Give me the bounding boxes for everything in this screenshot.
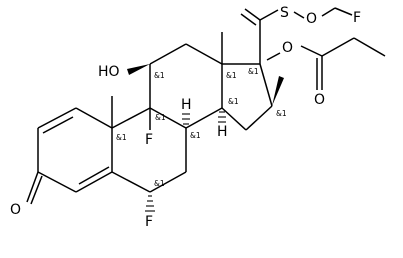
stereo-tag-c16: &1 (276, 109, 287, 118)
stereo-tag-c17: &1 (248, 67, 259, 76)
atom-labels: HO O S O F O F H H O F (10, 5, 361, 230)
wedge-c16-methyl (272, 76, 284, 106)
stereo-tag-c11: &1 (154, 71, 165, 80)
bond-c-ch2 (321, 37, 355, 57)
bond-c5-c6 (111, 171, 151, 193)
bond-c1-c2 (37, 107, 77, 129)
stereo-tag-c10: &1 (116, 133, 127, 142)
bond-c3-c4 (37, 171, 77, 193)
stereo-tag-c9: &1 (155, 113, 166, 122)
bond-c9-c10 (111, 107, 151, 129)
bond-c20-o-a (244, 8, 261, 21)
bond-ch2-f (334, 7, 353, 16)
bond-c11-c12 (149, 43, 187, 65)
hash-c8-h (182, 113, 190, 125)
bond-c1-c2-inner (42, 116, 74, 134)
bond-lines (26, 7, 386, 205)
bond-c14-c8 (185, 107, 223, 129)
bond-c16-c15 (245, 105, 273, 131)
bond-o-ch2 (321, 7, 336, 17)
bond-c6-c7 (149, 171, 187, 193)
bond-c4-c5-inner (78, 166, 110, 185)
bond-c4-c5 (75, 171, 113, 193)
stereo-tag-c6: &1 (154, 179, 165, 188)
bond-c20-s (259, 9, 279, 21)
stereo-bonds (127, 64, 284, 212)
bond-c17-c16 (259, 63, 273, 107)
bond-c17-o (266, 52, 281, 61)
stereo-tag-c13: &1 (226, 71, 237, 80)
hash-c6-f (145, 195, 155, 212)
c9-fluorine-label: F (145, 132, 153, 148)
bond-c20-o-b (240, 13, 257, 26)
hash-c14-h (218, 111, 226, 123)
bond-c3-o-a (26, 171, 39, 203)
bond-o-c (300, 45, 323, 57)
bond-ch2-ch3 (353, 37, 386, 57)
carbonyl-oxygen-label: O (314, 92, 325, 108)
wedge-c11-oh (127, 64, 150, 75)
bond-c8-c9 (149, 107, 187, 129)
c8-hydrogen-label: H (181, 97, 192, 113)
terminal-fluorine-label: F (353, 10, 361, 26)
sulfur-label: S (280, 5, 289, 21)
c6-fluorine-label: F (145, 214, 153, 230)
bond-c3-o-b (30, 175, 43, 205)
bond-c12-c13 (185, 43, 223, 65)
stereo-tags: &1 &1 &1 &1 &1 &1 &1 &1 &1 (116, 67, 287, 188)
bond-c10-c1 (75, 107, 113, 129)
ketone-oxygen-label: O (10, 202, 21, 218)
bond-s-o (293, 11, 305, 19)
bond-c15-c14 (221, 107, 247, 131)
thio-oxygen-label: O (306, 11, 317, 27)
stereo-tag-c8: &1 (190, 131, 201, 140)
stereo-tag-c14: &1 (228, 97, 239, 106)
hydroxyl-label: HO (98, 64, 120, 80)
c14-hydrogen-label: H (217, 124, 228, 140)
ester-oxygen-label: O (282, 40, 293, 56)
